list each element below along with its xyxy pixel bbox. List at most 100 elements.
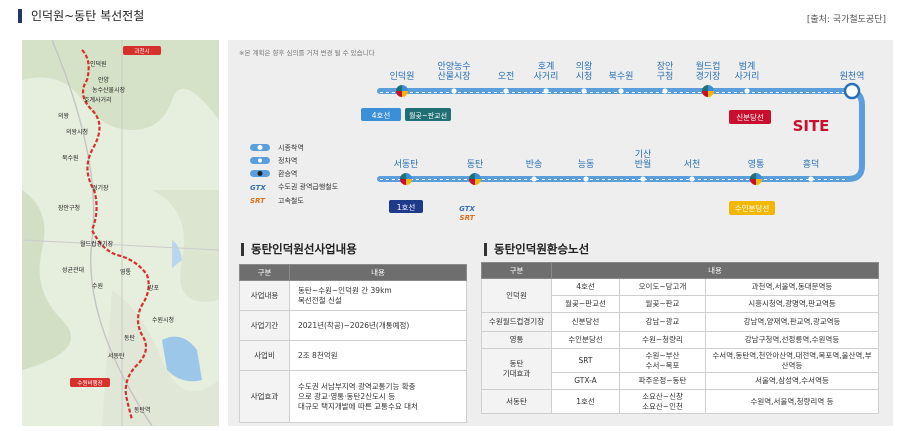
tag-wolgot-bg — [405, 108, 451, 121]
transfer-line: SRT — [551, 348, 620, 373]
map-label: 인덕원 — [90, 60, 107, 68]
legend-terminal: 시종착역 — [278, 143, 304, 152]
table-row: 서동탄 1호선 소요산~신창 소요산~인천 수원역,서울역,청량리역 등 — [481, 389, 879, 414]
legend-transfer: 환승역 — [278, 169, 297, 178]
transfer-marker-segment — [756, 179, 762, 185]
legend-gtx-logo: GTX — [250, 184, 266, 192]
table-row: 인덕원 4호선 오이도~당고개 과천역,서울역,동대문역등 — [481, 278, 879, 313]
transfer-station: 영통 — [481, 331, 552, 349]
tag-line1: 1호선 — [397, 203, 416, 212]
top-station-label: 북수원 — [609, 71, 634, 82]
station-marker — [744, 88, 750, 94]
transfer-line: GTX-A — [551, 372, 620, 390]
transfer-marker-segment — [400, 179, 406, 185]
table-row: 영통 수인분당선 수원~청량리 강남구청역,선정릉역,수원역등 — [481, 331, 879, 349]
transfer-stops: 강남구청역,선정릉역,수원역등 — [705, 331, 879, 349]
bottom-station-label: 흥덕 — [803, 158, 820, 170]
transfer-station: 수원월드컵경기장 — [481, 312, 552, 332]
table-row: 사업내용 동탄~수원~인덕원 간 39km 복선전철 신설 — [239, 280, 467, 311]
transfer-marker-segment — [396, 85, 402, 91]
map-label: 장안구청 — [58, 204, 80, 212]
transfer-section: 오이도~당고개 — [619, 278, 706, 296]
site-label: SITE — [793, 117, 830, 135]
bottom-station-label: 영통 — [748, 159, 765, 170]
top-station-label: 인덕원 — [390, 71, 415, 82]
table-row: 사업비 2조 8천억원 — [239, 340, 467, 371]
bottom-station-label: 능동 — [578, 159, 595, 170]
map-label: 수원시청 — [152, 316, 174, 324]
project-label: 사업내용 — [239, 280, 290, 311]
transfer-marker-segment — [756, 173, 762, 179]
route-line — [377, 88, 865, 182]
transfer-marker-segment — [406, 173, 412, 179]
tag-wolgot: 월곶~판교선 — [409, 111, 447, 120]
station-marker — [583, 176, 589, 182]
transfer-stops: 강남역,양재역,판교역,광교역등 — [705, 312, 879, 332]
transfer-marker-segment — [469, 179, 475, 185]
map-label: 농수산물시장 — [92, 86, 126, 94]
top-station-label: 구청 — [657, 71, 674, 82]
bottom-station-label: 반월 — [635, 158, 652, 170]
plan-note: ※본 계획은 향후 심의를 거쳐 변경 될 수 있습니다 — [239, 49, 375, 57]
map-label: 경기장 — [92, 184, 109, 192]
transfer-th-content: 내용 — [551, 262, 879, 279]
transfer-stops: 수서역,동탄역,천안아산역,대전역,목포역,울산역,부산역등 — [705, 348, 879, 373]
map-label: 서동탄 — [108, 352, 125, 360]
transfer-line: 1호선 — [551, 389, 620, 414]
srt-logo: SRT — [460, 214, 476, 222]
map-labels: 인덕원 안양 농수산물시장 호계사거리 의왕 의왕시청 북수원 장안구청 경기장… — [58, 60, 174, 414]
map-label: 의왕시청 — [66, 128, 88, 136]
top-station-label: 의왕 — [576, 61, 593, 72]
terminal-marker — [843, 82, 861, 100]
map-label: 영통 — [120, 268, 132, 276]
transfer-line: 수인분당선 — [551, 331, 620, 349]
map-label: 망포 — [148, 284, 160, 292]
transfer-marker-segment — [702, 85, 708, 91]
top-station-label: 장안 — [657, 61, 674, 72]
legend-stop: 정차역 — [278, 156, 297, 165]
station-marker — [662, 88, 668, 94]
tag-suinbundang: 수인분당선 — [735, 203, 770, 213]
transfer-marker-segment — [750, 173, 756, 179]
map-label: 안양 — [98, 76, 110, 84]
transfer-marker-segment — [702, 91, 708, 97]
transfer-stops: 수원역,서울역,청량리역 등 — [705, 389, 879, 414]
transfer-section: 강남~광교 — [619, 312, 706, 332]
transfer-marker-segment — [750, 179, 756, 185]
station-marker — [451, 88, 457, 94]
transfer-marker-segment — [475, 173, 481, 179]
tag-line1-bg — [389, 200, 423, 213]
map-label: 호계사거리 — [84, 96, 112, 104]
tag-sinbundang: 신분당선 — [736, 112, 764, 122]
bottom-station-label: 서동탄 — [394, 159, 419, 170]
station-marker — [531, 176, 537, 182]
map-label: 성균관대 — [62, 266, 84, 274]
transfer-line: 신분당선 — [551, 312, 620, 332]
transfer-table: 구분 내용 인덕원 4호선 오이도~당고개 과천역,서울역,동대문역등 월곶~판… — [481, 262, 879, 414]
transfer-marker-segment — [469, 173, 475, 179]
table-row: 사업효과 수도권 서남부지역 광역교통기능 확충 으로 광교·영통·동탄2신도시… — [239, 370, 467, 423]
transfer-station: 인덕원 — [481, 278, 552, 313]
transfer-section: 월곶~판교 — [619, 295, 706, 313]
transfer-line: 월곶~판교선 — [551, 295, 620, 313]
tag-sinbundang-bg — [729, 110, 771, 124]
map-label: 월드컵경기장 — [80, 240, 114, 248]
legend-srt: 고속철도 — [278, 196, 304, 205]
project-table: 구분 내용 사업내용 동탄~수원~인덕원 간 39km 복선전철 신설 사업기간… — [239, 264, 467, 423]
top-station-label: 사거리 — [735, 71, 760, 82]
transfer-line: 4호선 — [551, 278, 620, 296]
project-label: 사업비 — [239, 340, 290, 371]
station-marker — [503, 88, 509, 94]
project-label: 사업기간 — [239, 310, 290, 341]
tag-line4-bg — [361, 108, 401, 121]
top-station-label: 범계 — [739, 60, 756, 72]
transfer-marker-segment — [400, 173, 406, 179]
map-label: 북수원 — [62, 154, 79, 162]
source-label: [출처: 국가철도공단] — [806, 15, 886, 25]
project-value: 수도권 서남부지역 광역교통기능 확충 으로 광교·영통·동탄2신도시 등 대규… — [289, 370, 467, 423]
map-label: 동탄 — [124, 334, 136, 342]
transfer-section: 수원~부산 수서~목포 — [619, 348, 706, 373]
project-th-content: 내용 — [289, 264, 467, 281]
